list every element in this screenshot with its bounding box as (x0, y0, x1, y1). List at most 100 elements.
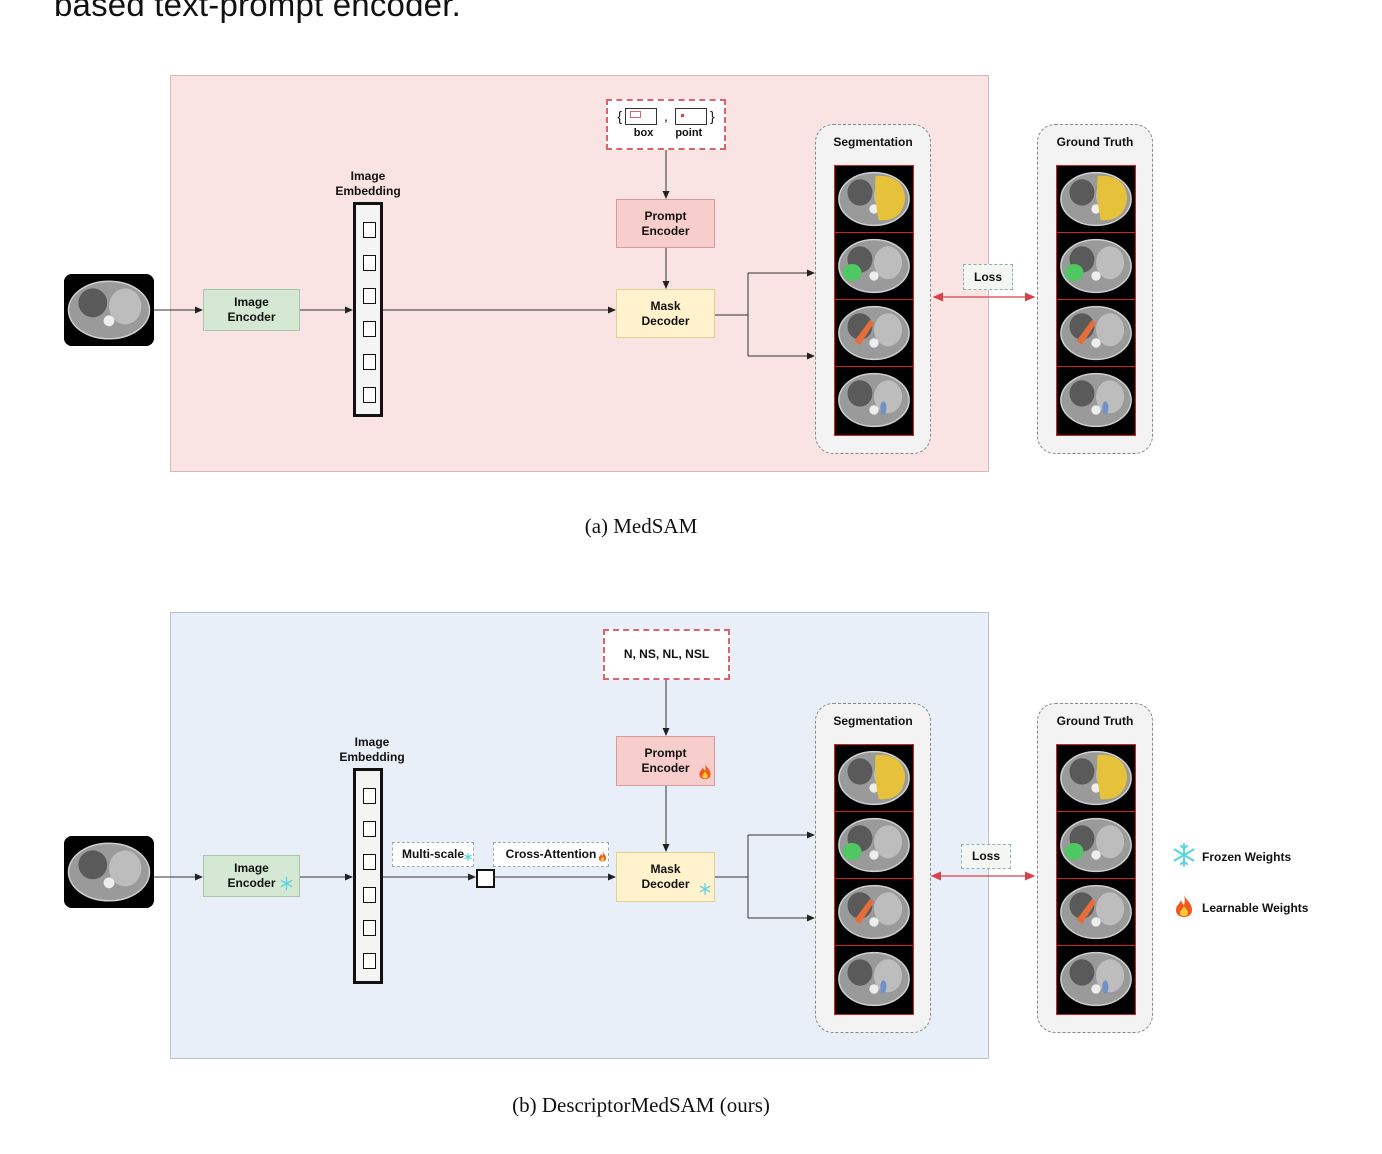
fusion-node (476, 869, 495, 888)
ct-slice-blue (1057, 367, 1135, 434)
image-encoder-label-2: Encoder (227, 876, 276, 890)
image-encoder-label-1: Image (234, 295, 269, 309)
prompt-encoder-label-2: Encoder (641, 223, 690, 238)
ct-slice-blue (835, 946, 913, 1013)
embedding-cell (363, 821, 376, 837)
ct-slice-green (835, 233, 913, 300)
open-brace: { (617, 108, 623, 124)
snowflake-icon (280, 876, 293, 894)
ground-truth-strip-b (1056, 744, 1136, 1015)
image-embedding-column-b (353, 768, 383, 984)
embedding-cell (363, 788, 376, 804)
embedding-label-1: Image (354, 735, 390, 749)
embedding-cell (363, 387, 376, 403)
point-prompt-icon (674, 108, 707, 125)
image-encoder-label-2: Encoder (227, 310, 276, 324)
legend-frozen-label: Frozen Weights (1202, 849, 1292, 864)
embedding-cell (363, 887, 376, 903)
ct-slice-yellow (835, 745, 913, 812)
segmentation-group-b: Segmentation (815, 703, 931, 1033)
loss-text: Loss (971, 849, 1000, 863)
segmentation-strip-b (834, 744, 914, 1015)
cross-attention-label: Cross-Attention (505, 847, 597, 861)
prompt-input-box-point-a: { , } box point (606, 99, 726, 150)
mask-decoder-label-1: Mask (650, 862, 681, 876)
embedding-cell (363, 321, 376, 337)
text-prompt-input-box: N, NS, NL, NSL (603, 629, 730, 680)
loss-label-b: Loss (961, 844, 1011, 869)
cross-attention-box: Cross-Attention (493, 842, 609, 867)
input-ct-image-b (64, 836, 154, 908)
flame-icon (1174, 893, 1194, 922)
segmentation-strip-a (834, 165, 914, 436)
embedding-cell (363, 920, 376, 936)
snowflake-icon (699, 882, 711, 899)
ct-slice-green (1057, 812, 1135, 879)
mask-decoder-label-2: Decoder (641, 313, 690, 328)
ct-slice-orange (835, 300, 913, 367)
point-label: point (675, 127, 703, 139)
image-embedding-label-b: Image Embedding (322, 735, 422, 765)
intro-text: based text-prompt encoder. (54, 0, 461, 23)
segmentation-title: Segmentation (833, 714, 913, 728)
caption-b: (b) DescriptorMedSAM (ours) (512, 1093, 770, 1117)
ground-truth-group-b: Ground Truth (1037, 703, 1153, 1033)
prompt-encoder-label-1: Prompt (644, 208, 687, 223)
ct-slice-blue (835, 367, 913, 434)
prompt-encoder-label-2: Encoder (641, 761, 690, 775)
ground-truth-strip-a (1056, 165, 1136, 436)
close-brace: } (709, 108, 715, 124)
embedding-label-2: Embedding (339, 750, 405, 764)
embedding-cell (363, 222, 376, 238)
image-encoder-label-1: Image (234, 861, 269, 875)
ct-slice-yellow (1057, 745, 1135, 812)
segmentation-group-a: Segmentation (815, 124, 931, 454)
snowflake-icon (1172, 843, 1196, 870)
box-prompt-icon (625, 108, 658, 125)
ct-slice-blue (1057, 946, 1135, 1013)
input-ct-image-a (64, 274, 154, 346)
embedding-cell (363, 354, 376, 370)
snowflake-icon (464, 850, 472, 865)
loss-label-a: Loss (963, 264, 1013, 290)
flame-icon (598, 851, 607, 866)
legend-frozen: Frozen Weights (1172, 843, 1291, 870)
ct-slice-yellow (835, 166, 913, 233)
prompt-encoder-label-1: Prompt (644, 746, 687, 760)
ground-truth-title: Ground Truth (1056, 135, 1134, 149)
mask-decoder-label-1: Mask (650, 298, 681, 313)
image-embedding-column-a (353, 202, 383, 417)
flame-icon (698, 763, 712, 784)
box-label: box (633, 127, 654, 139)
segmentation-title: Segmentation (833, 135, 913, 149)
ct-slice-orange (1057, 879, 1135, 946)
image-embedding-label-a: Image Embedding (318, 169, 418, 199)
multi-scale-box: Multi-scale (392, 842, 474, 867)
ct-slice-green (835, 812, 913, 879)
ct-slice-green (1057, 233, 1135, 300)
embedding-cell (363, 854, 376, 870)
comma: , (664, 108, 668, 124)
legend-learnable-label: Learnable Weights (1202, 900, 1309, 915)
embedding-label-2: Embedding (335, 184, 401, 198)
loss-text: Loss (973, 269, 1002, 284)
text-prompt-label: N, NS, NL, NSL (623, 647, 710, 661)
embedding-label-1: Image (350, 169, 386, 183)
ground-truth-group-a: Ground Truth (1037, 124, 1153, 454)
embedding-cell (363, 288, 376, 304)
embedding-cell (363, 255, 376, 271)
ct-slice-yellow (1057, 166, 1135, 233)
caption-a: (a) MedSAM (584, 514, 698, 538)
ct-slice-orange (1057, 300, 1135, 367)
ct-slice-orange (835, 879, 913, 946)
multi-scale-label: Multi-scale (401, 847, 464, 861)
mask-decoder-label-2: Decoder (641, 877, 690, 891)
legend-learnable: Learnable Weights (1174, 893, 1308, 922)
embedding-cell (363, 953, 376, 969)
